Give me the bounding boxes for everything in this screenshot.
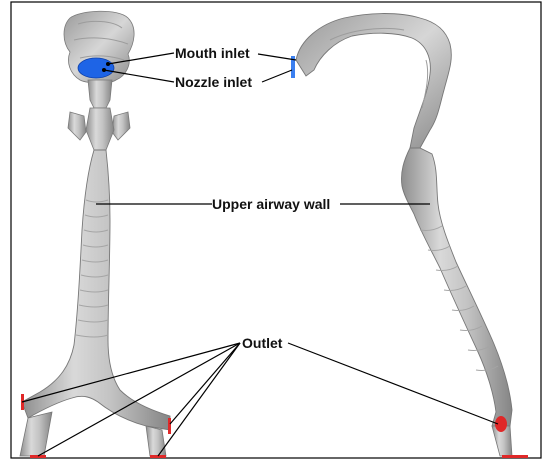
mouth-inlet-label: Mouth inlet <box>175 45 250 61</box>
larynx-front <box>88 80 112 108</box>
epiglottis-right <box>112 112 130 140</box>
outlet-marker-right <box>168 418 171 434</box>
trachea-front <box>22 150 170 430</box>
airway-front-view <box>20 11 171 458</box>
mouth-inlet-marker <box>78 58 114 78</box>
outlet-marker-side-bottom <box>502 455 528 458</box>
outlet-label: Outlet <box>242 335 283 351</box>
nozzle-inlet-label: Nozzle inlet <box>175 74 252 90</box>
oral-arch-side <box>296 14 451 149</box>
airway-side-view <box>291 14 528 459</box>
trachea-side <box>401 148 512 426</box>
epiglottis-left <box>68 112 86 140</box>
upper-airway-wall-label: Upper airway wall <box>212 196 330 212</box>
